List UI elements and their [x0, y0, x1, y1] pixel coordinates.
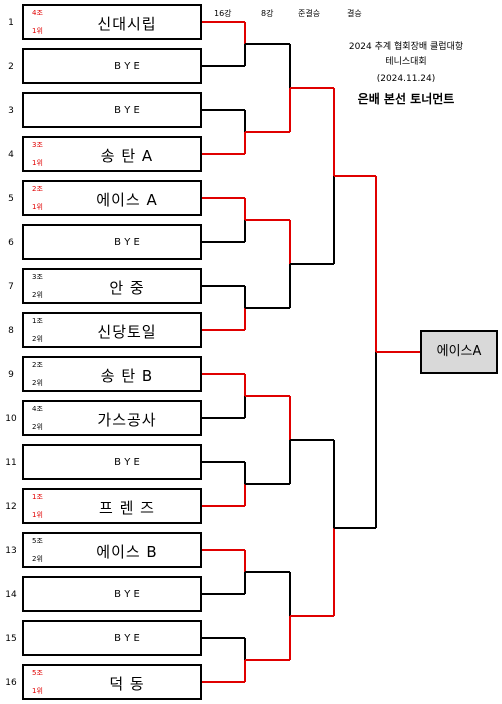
header-semi: 준결승	[298, 9, 321, 18]
entry-name: B Y E	[114, 237, 140, 248]
entry-number: 15	[5, 634, 17, 644]
entry-name: B Y E	[114, 457, 140, 468]
entry-name: 송 탄 A	[100, 147, 154, 165]
entry-box: 3조 2위 안 중	[22, 268, 202, 304]
entry-name: 안 중	[109, 279, 145, 297]
entry-name: B Y E	[114, 633, 140, 644]
title-line4: 은배 본선 토너먼트	[357, 92, 455, 106]
entry-number: 3	[8, 106, 14, 116]
title-line3: (2024.11.24)	[376, 74, 436, 84]
header-final: 결승	[347, 9, 362, 18]
entry-box: B Y E	[22, 224, 202, 260]
header-8: 8강	[261, 9, 274, 18]
entry-name: 송 탄 B	[100, 367, 154, 385]
title-line2: 테니스대회	[385, 57, 427, 67]
entry-number: 13	[5, 546, 17, 556]
entry-box: B Y E	[22, 576, 202, 612]
entry-group: 3조	[32, 141, 43, 149]
entry-box: 1조 1위 프 렌 즈	[22, 488, 202, 524]
entry-box: 2조 2위 송 탄 B	[22, 356, 202, 392]
entry-group: 4조	[32, 9, 43, 17]
entry-number: 14	[5, 590, 17, 600]
entry-rank: 2위	[32, 291, 43, 299]
entry-box: 3조 1위 송 탄 A	[22, 136, 202, 172]
entry-rank: 2위	[32, 335, 43, 343]
entry-group: 1조	[32, 317, 43, 325]
entry-number: 16	[5, 678, 17, 688]
entry-box: B Y E	[22, 92, 202, 128]
entry-name: B Y E	[114, 61, 140, 72]
entry-name: 에이스 A	[96, 191, 158, 209]
entry-rank: 2위	[32, 379, 43, 387]
entry-rank: 1위	[32, 159, 43, 167]
entry-box: 5조 2위 에이스 B	[22, 532, 202, 568]
entry-name: 신대시립	[97, 15, 157, 33]
entry-group: 3조	[32, 273, 43, 281]
entry-number: 9	[8, 370, 14, 380]
entry-box: B Y E	[22, 444, 202, 480]
entry-name: 에이스 B	[96, 543, 158, 561]
entry-number: 2	[8, 62, 14, 72]
entry-group: 5조	[32, 537, 43, 545]
entry-name: B Y E	[114, 589, 140, 600]
entry-box: 2조 1위 에이스 A	[22, 180, 202, 216]
entry-box: 1조 2위 신당토일	[22, 312, 202, 348]
entry-number: 7	[8, 282, 14, 292]
entry-number: 10	[5, 414, 17, 424]
entry-number: 11	[5, 458, 17, 468]
entry-box: 4조 2위 가스공사	[22, 400, 202, 436]
entry-number: 1	[8, 18, 14, 28]
entry-rank: 2위	[32, 555, 43, 563]
entry-rank: 2위	[32, 423, 43, 431]
entry-number: 8	[8, 326, 14, 336]
entry-group: 4조	[32, 405, 43, 413]
entry-group: 2조	[32, 185, 43, 193]
entry-group: 1조	[32, 493, 43, 501]
entry-box: B Y E	[22, 48, 202, 84]
entry-box: 4조 1위 신대시립	[22, 4, 202, 40]
entry-group: 2조	[32, 361, 43, 369]
entry-rank: 1위	[32, 511, 43, 519]
entry-box: 5조 1위 덕 동	[22, 664, 202, 700]
entry-name: 덕 동	[109, 675, 145, 693]
winner-box: 에이스A	[420, 330, 498, 374]
entry-name: 프 렌 즈	[99, 499, 155, 517]
entry-name: 신당토일	[97, 323, 157, 341]
entry-box: B Y E	[22, 620, 202, 656]
entry-number: 5	[8, 194, 14, 204]
entry-number: 12	[5, 502, 17, 512]
entry-number: 6	[8, 238, 14, 248]
entry-rank: 1위	[32, 27, 43, 35]
entry-rank: 1위	[32, 687, 43, 695]
entry-group: 5조	[32, 669, 43, 677]
entry-name: B Y E	[114, 105, 140, 116]
header-16: 16강	[214, 9, 232, 18]
title-line1: 2024 추계 협회장배 클럽대항	[348, 42, 464, 52]
entry-number: 4	[8, 150, 14, 160]
entry-rank: 1위	[32, 203, 43, 211]
entry-name: 가스공사	[97, 411, 157, 429]
